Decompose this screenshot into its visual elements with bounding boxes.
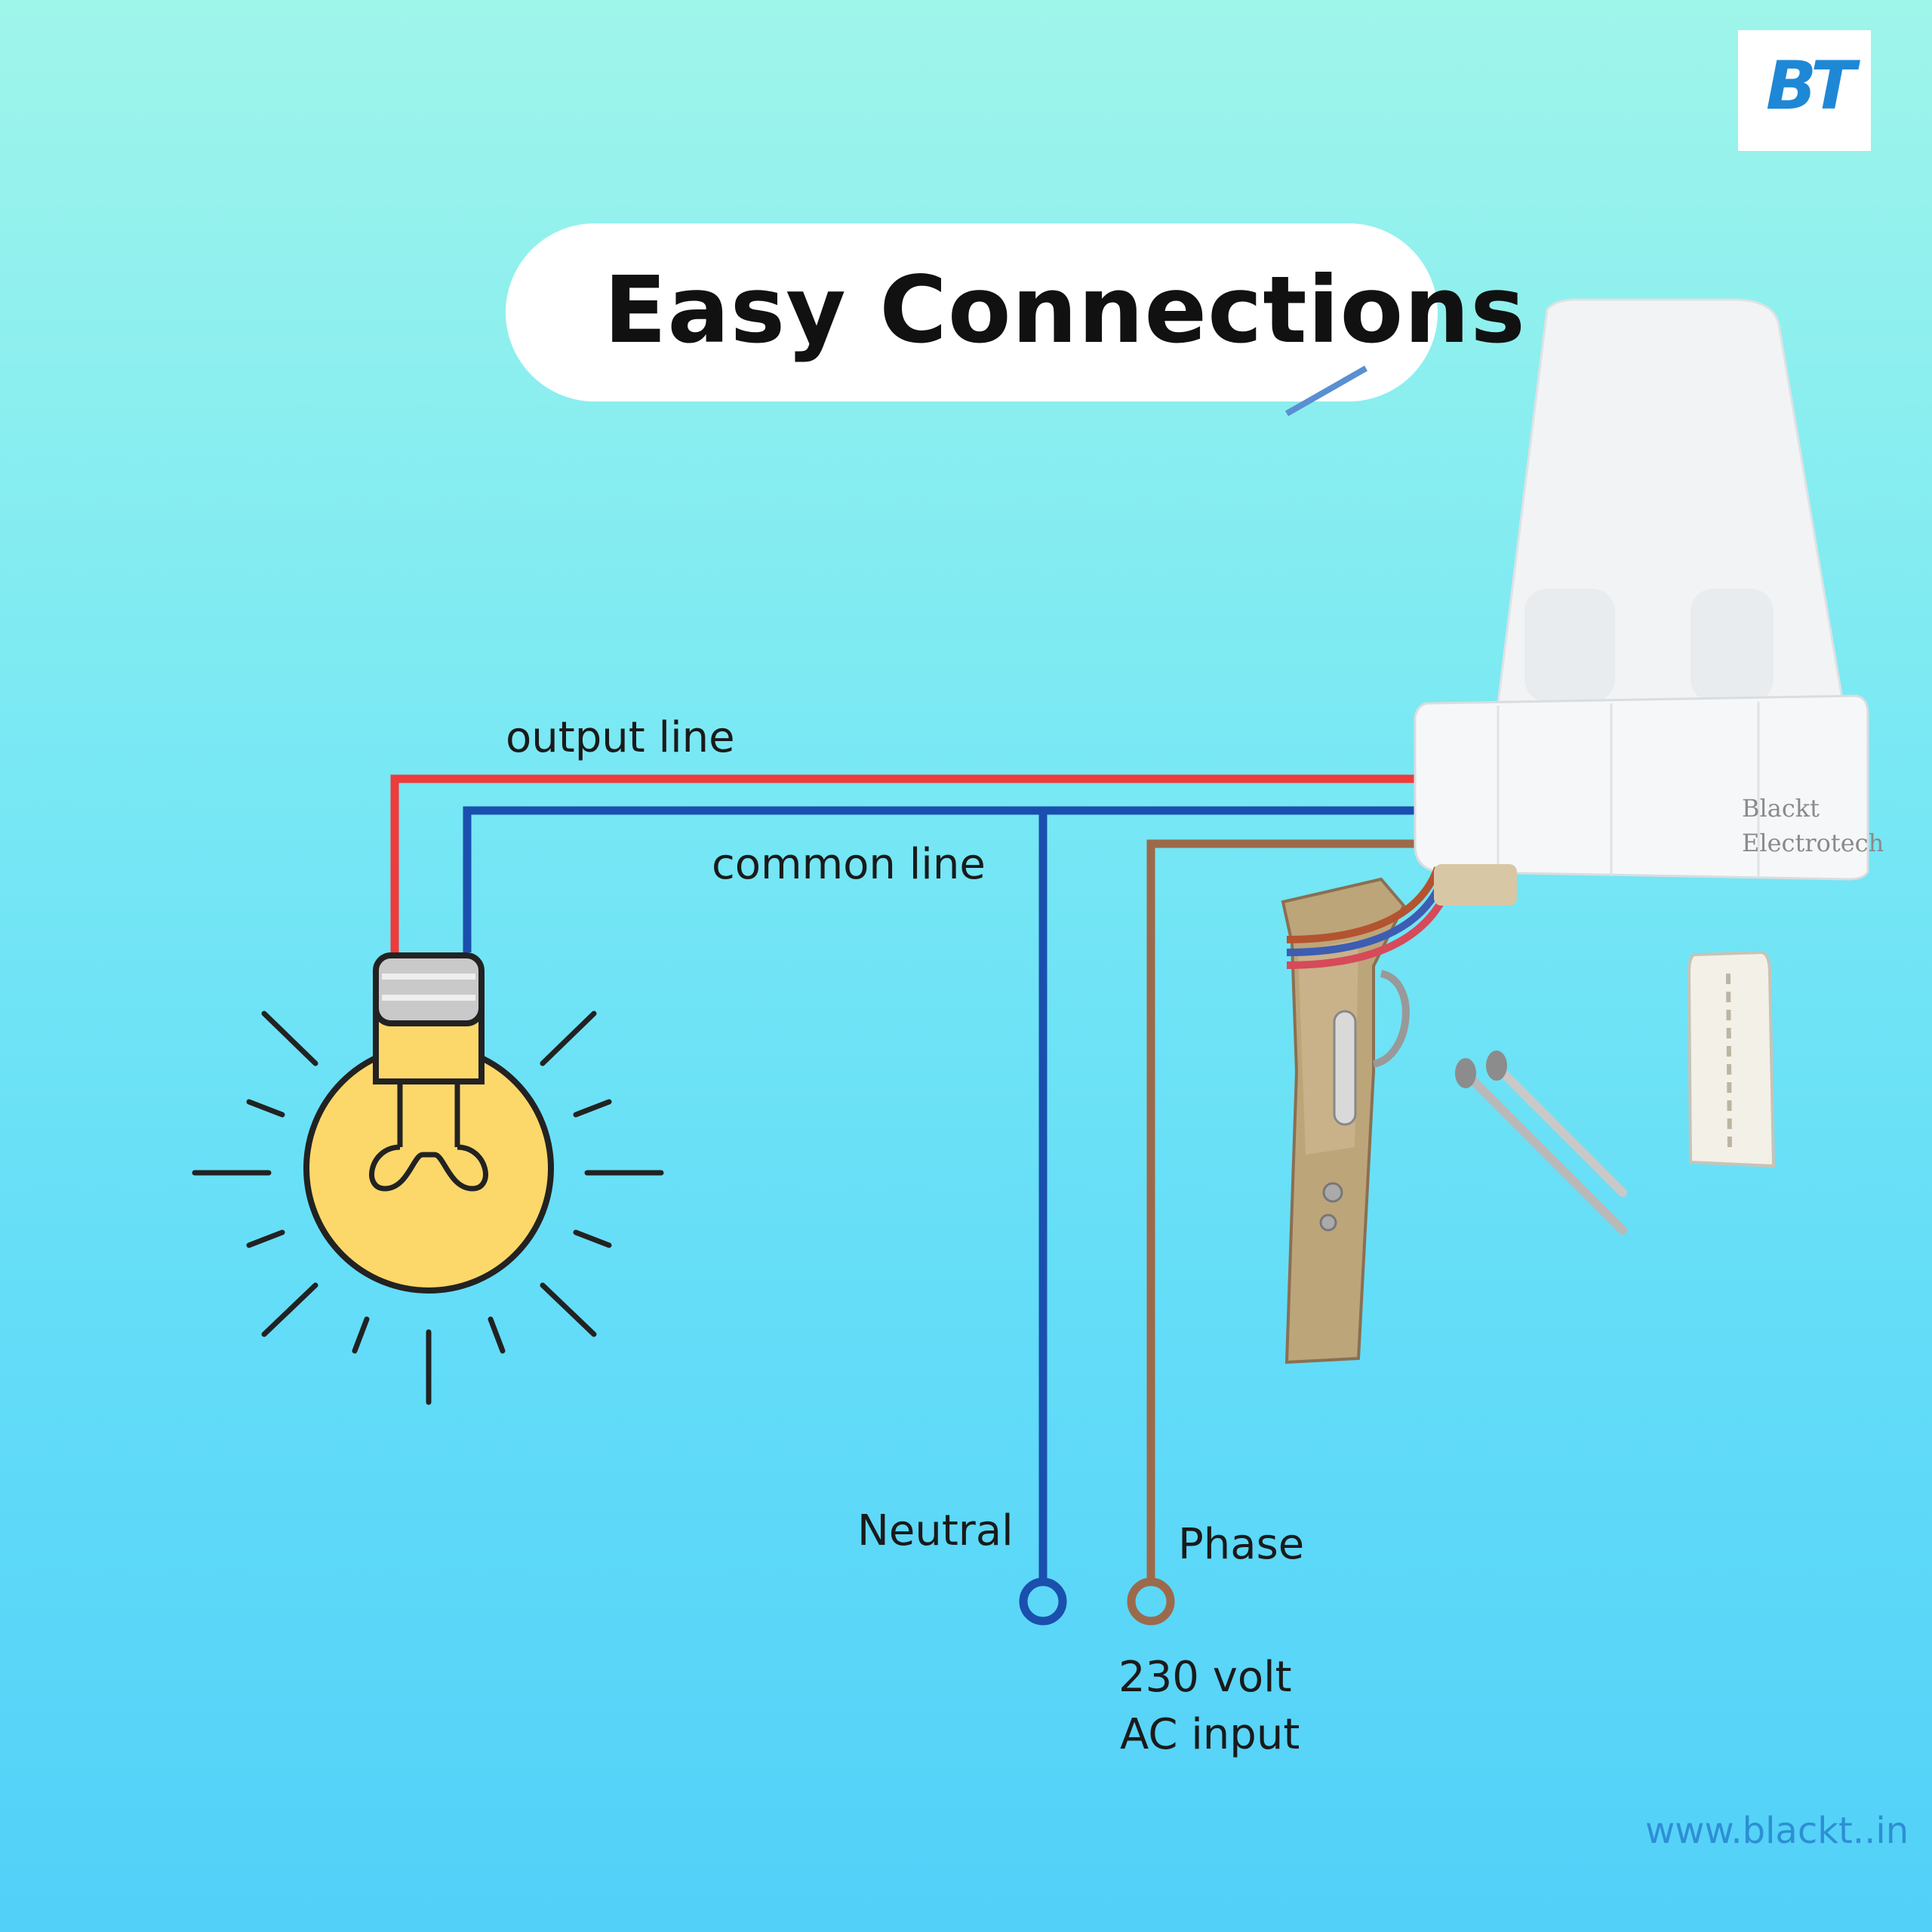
page-title: Easy Connections — [604, 257, 1526, 364]
phase-wire — [1146, 839, 1435, 1583]
output-line-label: output line — [506, 713, 735, 762]
device-brand-line1: Blackt — [1742, 794, 1820, 823]
mounting-bracket — [1281, 864, 1517, 1364]
title-wire-decoration — [1285, 365, 1367, 417]
website-url[interactable]: www.blackt..in — [1645, 1810, 1909, 1852]
neutral-label: Neutral — [857, 1506, 1014, 1555]
screw-icon — [1455, 1051, 1627, 1235]
brand-logo-text: BT — [1766, 47, 1856, 125]
phase-terminal — [1127, 1577, 1175, 1626]
input-voltage-label: 230 volt — [1118, 1653, 1292, 1702]
photocell-sensor — [1414, 298, 1869, 881]
neutral-terminal — [1019, 1577, 1067, 1626]
device-brand-line2: Electrotech — [1742, 829, 1884, 857]
common-line-wire — [463, 806, 1415, 952]
phase-label: Phase — [1178, 1520, 1305, 1569]
input-type-label: AC input — [1120, 1710, 1300, 1759]
common-line-label: common line — [712, 840, 986, 889]
brand-logo — [1738, 30, 1871, 151]
wall-plug-icon — [1687, 950, 1776, 1168]
output-line-wire — [390, 774, 1415, 952]
title-pill — [506, 223, 1438, 401]
light-bulb-icon — [192, 952, 664, 1405]
